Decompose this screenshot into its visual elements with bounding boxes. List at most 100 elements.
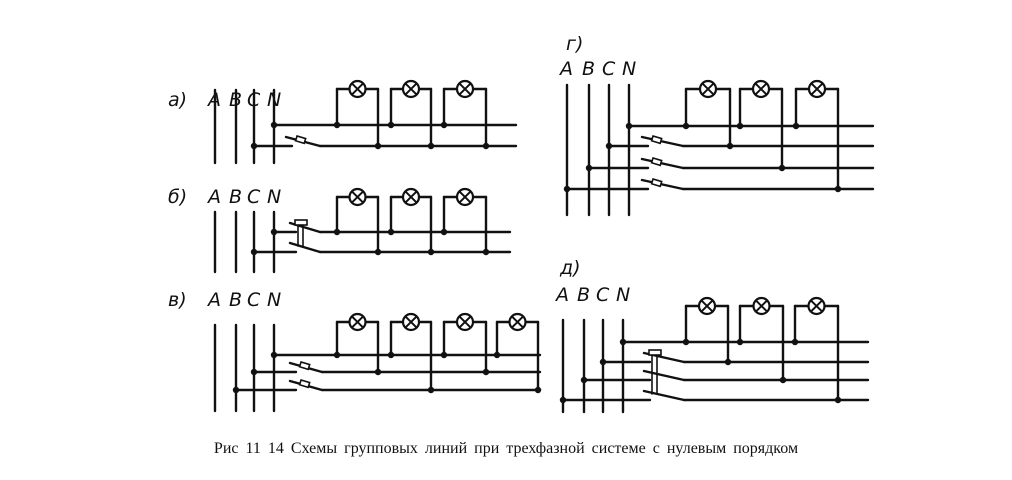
junction-dot <box>778 164 786 172</box>
lamp-cross <box>458 82 472 96</box>
lamp-cross <box>810 82 824 96</box>
junction-dot <box>387 228 395 236</box>
junction-dot <box>682 122 690 130</box>
junction-dot <box>726 142 734 150</box>
lamp-cross <box>458 315 472 329</box>
panel-label: г) <box>566 33 583 55</box>
junction-dot <box>387 121 395 129</box>
lamp-cross <box>458 190 472 204</box>
bus-letter-A: A <box>206 289 221 311</box>
lamp-cross <box>404 190 418 204</box>
lamp-cross <box>701 82 715 96</box>
junction-dot <box>440 121 448 129</box>
junction-dot <box>387 351 395 359</box>
bus-letter-N: N <box>267 186 281 208</box>
lamp-cross <box>350 190 365 204</box>
panel-label: в) <box>168 289 187 311</box>
bus-letter-C: C <box>247 289 261 311</box>
junction-dot <box>333 121 341 129</box>
bus-letter-C: C <box>602 58 616 80</box>
switch-handle <box>294 219 308 226</box>
junction-dot <box>736 122 744 130</box>
junction-dot <box>440 228 448 236</box>
bus-letter-B: B <box>582 58 595 80</box>
lamp-cross <box>700 299 714 313</box>
lamp-1 <box>682 296 732 366</box>
lamp-3 <box>440 312 490 376</box>
lamp-cross <box>754 299 769 313</box>
junction-dot <box>440 351 448 359</box>
junction-dot <box>736 338 744 346</box>
switch-fuse <box>650 134 663 145</box>
junction-dot <box>374 368 382 376</box>
lamp-cross <box>809 299 824 313</box>
junction-dot <box>482 142 490 150</box>
switch-fuse <box>298 360 311 371</box>
junction-dot <box>482 248 490 256</box>
bus-letter-N: N <box>616 284 630 306</box>
switch-blade <box>640 157 685 170</box>
bus-letter-N: N <box>622 58 636 80</box>
bus-letter-B: B <box>229 289 242 311</box>
lamp-2 <box>736 296 787 384</box>
bus-letter-A: A <box>206 89 221 111</box>
bus-letter-A: A <box>554 284 569 306</box>
junction-dot <box>374 248 382 256</box>
bus-letter-N: N <box>267 289 281 311</box>
switch-fuse <box>650 156 663 167</box>
junction-dot <box>534 386 542 394</box>
switch-blade <box>642 369 686 382</box>
lamp-3 <box>440 187 490 256</box>
junction-dot <box>682 338 690 346</box>
lamp-1 <box>333 187 382 256</box>
lamp-3 <box>791 296 842 404</box>
junction-dot <box>333 351 341 359</box>
switch-fuse <box>298 378 311 389</box>
junction-dot <box>792 122 800 130</box>
panel-label: а) <box>168 89 187 111</box>
lamp-3 <box>792 79 842 193</box>
bus-letter-A: A <box>558 58 573 80</box>
lamp-3 <box>440 79 490 150</box>
junction-dot <box>834 185 842 193</box>
switch-fuse <box>650 177 663 188</box>
lamp-2 <box>387 187 435 256</box>
lamp-2 <box>387 312 435 394</box>
bus-letter-B: B <box>577 284 590 306</box>
bus-letter-C: C <box>596 284 610 306</box>
lamp-cross <box>350 82 365 96</box>
lamp-2 <box>387 79 435 150</box>
bus-letter-C: C <box>247 186 261 208</box>
lamp-2 <box>736 79 786 172</box>
bus-letter-A: A <box>206 186 221 208</box>
switch-blade <box>640 178 685 191</box>
figure-caption: Рис 11 14 Схемы групповых линий при трех… <box>213 440 799 457</box>
junction-dot <box>779 376 787 384</box>
switch-fuse <box>294 134 307 145</box>
junction-dot <box>427 386 435 394</box>
junction-dot <box>724 358 732 366</box>
lamp-cross <box>754 82 768 96</box>
switch-blade <box>642 389 686 402</box>
lamp-4 <box>493 312 542 394</box>
lamp-1 <box>682 79 734 150</box>
lamp-1 <box>333 79 382 150</box>
junction-dot <box>493 351 501 359</box>
lamp-1 <box>333 312 382 376</box>
switch-handle <box>648 349 662 356</box>
switch-blade <box>288 241 322 254</box>
switch-blade <box>640 135 685 148</box>
panel-label: д) <box>559 257 581 279</box>
junction-dot <box>482 368 490 376</box>
junction-dot <box>791 338 799 346</box>
panel-label: б) <box>168 186 187 208</box>
junction-dot <box>427 248 435 256</box>
junction-dot <box>374 142 382 150</box>
lamp-cross <box>350 315 365 329</box>
junction-dot <box>427 142 435 150</box>
